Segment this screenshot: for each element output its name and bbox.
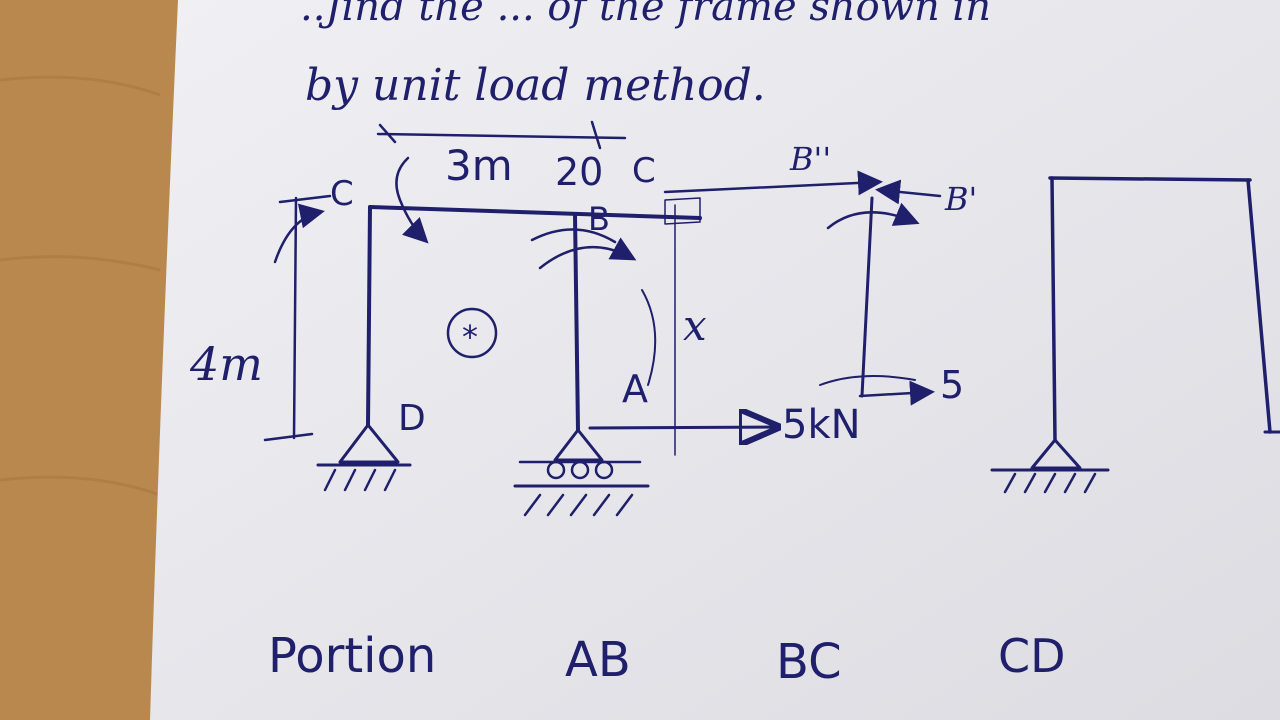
point-b-double-label: B''	[789, 140, 831, 178]
header-line-1: ..Jind the ... of the frame shown in	[300, 0, 991, 30]
point-b-label: B	[588, 200, 610, 238]
paper-sheet	[150, 0, 1280, 720]
moment-arrow-icon	[395, 156, 429, 244]
moment-value-label: 20	[555, 150, 603, 194]
point-c-label: C	[632, 151, 656, 191]
roller-support-icon	[513, 428, 650, 517]
portion-label: Portion	[268, 628, 436, 684]
point-c-label: C	[330, 174, 354, 214]
header-line-2: by unit load method.	[305, 60, 766, 111]
right-frame	[990, 176, 1280, 494]
coord-x-label: x	[683, 301, 707, 350]
circle-marker-label: *	[462, 318, 478, 356]
col-bc-label: BC	[776, 634, 842, 690]
dim-height-label: 4m	[189, 337, 263, 391]
point-b-single-label: B'	[944, 180, 977, 218]
col-cd-label: CD	[998, 629, 1066, 683]
arrow-icon	[588, 427, 775, 428]
moment-arrow-icon	[538, 237, 637, 270]
point-a-label: A	[622, 367, 648, 411]
deflected-sketch	[641, 170, 942, 406]
dim-width-label: 3m	[445, 141, 513, 190]
col-ab-label: AB	[565, 632, 631, 688]
pin-support-icon	[316, 423, 412, 492]
left-frame	[263, 120, 775, 517]
pin-support-icon	[990, 438, 1110, 494]
unit-load-label: 5	[940, 363, 964, 407]
point-d-label: D	[398, 398, 426, 439]
load-label: 5kN	[782, 402, 861, 448]
